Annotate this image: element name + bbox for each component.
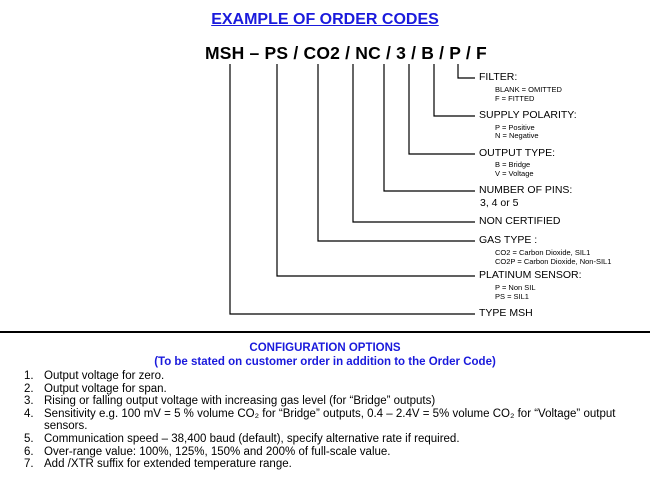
field-gas-type-label: GAS TYPE :	[479, 234, 538, 246]
list-item: 4. Sensitivity e.g. 100 mV = 5 % volume …	[24, 408, 644, 433]
field-platinum-sensor-option: PS = SIL1	[495, 292, 529, 301]
list-item-number: 2.	[24, 382, 34, 395]
leader-output-type	[408, 64, 475, 155]
list-item-text: Over-range value: 100%, 125%, 150% and 2…	[44, 445, 391, 458]
list-item: 5. Communication speed – 38,400 baud (de…	[24, 433, 644, 446]
field-platinum-sensor-label: PLATINUM SENSOR:	[479, 269, 582, 281]
field-number-of-pins-option: 3, 4 or 5	[480, 197, 519, 209]
leader-gas-type	[317, 64, 475, 242]
list-item-text: Rising or falling output voltage with in…	[44, 395, 436, 408]
list-item: 6. Over-range value: 100%, 125%, 150% an…	[24, 446, 644, 459]
list-item-text: Output voltage for zero.	[44, 370, 165, 382]
leader-filter	[457, 64, 475, 79]
config-subtitle: (To be stated on customer order in addit…	[154, 356, 496, 368]
list-item-text: Output voltage for span.	[44, 382, 167, 395]
field-gas-type-option: CO2P = Carbon Dioxide, Non-SIL1	[495, 257, 612, 266]
field-filter-label: FILTER:	[479, 71, 518, 83]
field-supply-polarity-option: N = Negative	[495, 131, 539, 140]
leader-supply-polarity	[433, 64, 475, 117]
field-platinum-sensor-option: P = Non SIL	[495, 283, 536, 292]
list-item: 2. Output voltage for span.	[24, 383, 644, 396]
leader-non-certified	[352, 64, 475, 223]
field-gas-type-option: CO2 = Carbon Dioxide, SIL1	[495, 248, 591, 257]
list-item-number: 4.	[24, 407, 34, 420]
list-item-number: 7.	[24, 458, 34, 471]
list-item-number: 1.	[24, 370, 34, 382]
list-item-text: Add /XTR suffix for extended temperature…	[44, 458, 292, 471]
list-item-number: 5.	[24, 432, 34, 445]
leader-number-of-pins	[383, 64, 475, 192]
field-output-type-option: V = Voltage	[495, 169, 534, 178]
section-divider	[0, 331, 650, 333]
list-item-text: Sensitivity e.g. 100 mV = 5 % volume CO₂…	[44, 407, 616, 433]
leader-platinum-sensor	[276, 64, 475, 277]
list-item: 1. Output voltage for zero.	[24, 370, 644, 383]
field-supply-polarity-option: P = Positive	[495, 123, 535, 132]
list-item-text: Communication speed – 38,400 baud (defau…	[44, 432, 460, 445]
order-code-leader-lines	[229, 64, 475, 315]
field-type-msh-label: TYPE MSH	[479, 307, 533, 319]
field-number-of-pins-label: NUMBER OF PINS:	[479, 184, 573, 196]
list-item-number: 6.	[24, 445, 34, 458]
list-item: 7. Add /XTR suffix for extended temperat…	[24, 458, 644, 471]
field-supply-polarity-label: SUPPLY POLARITY:	[479, 109, 577, 121]
field-output-type-option: B = Bridge	[495, 160, 531, 169]
config-options-list: 1. Output voltage for zero. 2. Output vo…	[24, 370, 644, 471]
leader-type-msh	[229, 64, 475, 315]
field-filter-option: BLANK = OMITTED	[495, 85, 562, 94]
field-filter-option: F = FITTED	[495, 94, 535, 103]
order-code: MSH – PS / CO2 / NC / 3 / B / P / F	[205, 43, 487, 63]
field-non-certified-label: NON CERTIFIED	[479, 215, 561, 227]
config-title: CONFIGURATION OPTIONS	[249, 342, 401, 354]
list-item: 3. Rising or falling output voltage with…	[24, 395, 644, 408]
list-item-number: 3.	[24, 395, 34, 408]
page-title: EXAMPLE OF ORDER CODES	[211, 11, 439, 28]
field-output-type-label: OUTPUT TYPE:	[479, 147, 556, 159]
